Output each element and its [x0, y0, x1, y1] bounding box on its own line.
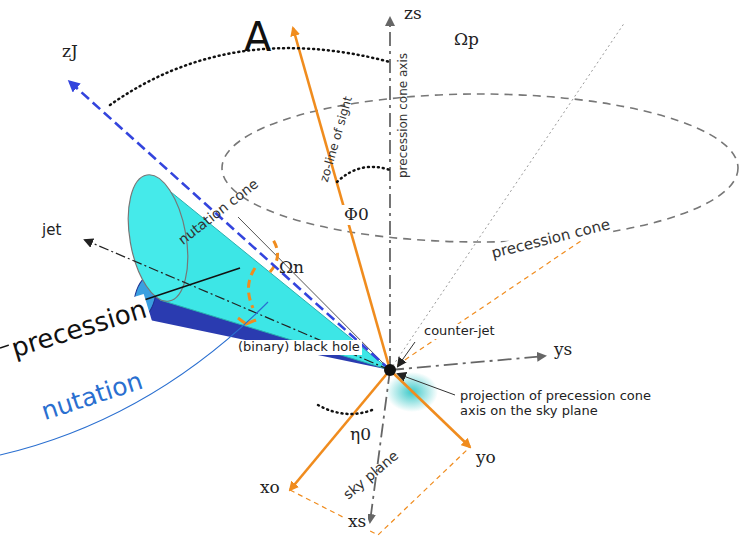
label: zs	[402, 4, 424, 24]
label: η0	[348, 425, 373, 445]
label: xo	[258, 478, 282, 498]
label: nutation	[36, 366, 148, 427]
label: zJ	[60, 42, 80, 62]
label: yo	[474, 448, 498, 468]
label: xs	[346, 512, 368, 532]
label: precession cone	[488, 216, 614, 263]
label: ys	[552, 340, 574, 360]
label: Ωp	[452, 30, 481, 50]
label: projection of precession cone axis on th…	[458, 389, 672, 419]
label: sky plane	[340, 447, 401, 502]
label: precession cone axis	[397, 53, 411, 178]
label: (binary) black hole	[236, 340, 362, 355]
label: jet	[40, 222, 63, 239]
label: A	[244, 14, 271, 60]
label: precession	[6, 294, 152, 365]
label: Φ0	[342, 205, 371, 225]
label: Ωn	[279, 258, 304, 278]
label: counter-jet	[422, 324, 497, 339]
